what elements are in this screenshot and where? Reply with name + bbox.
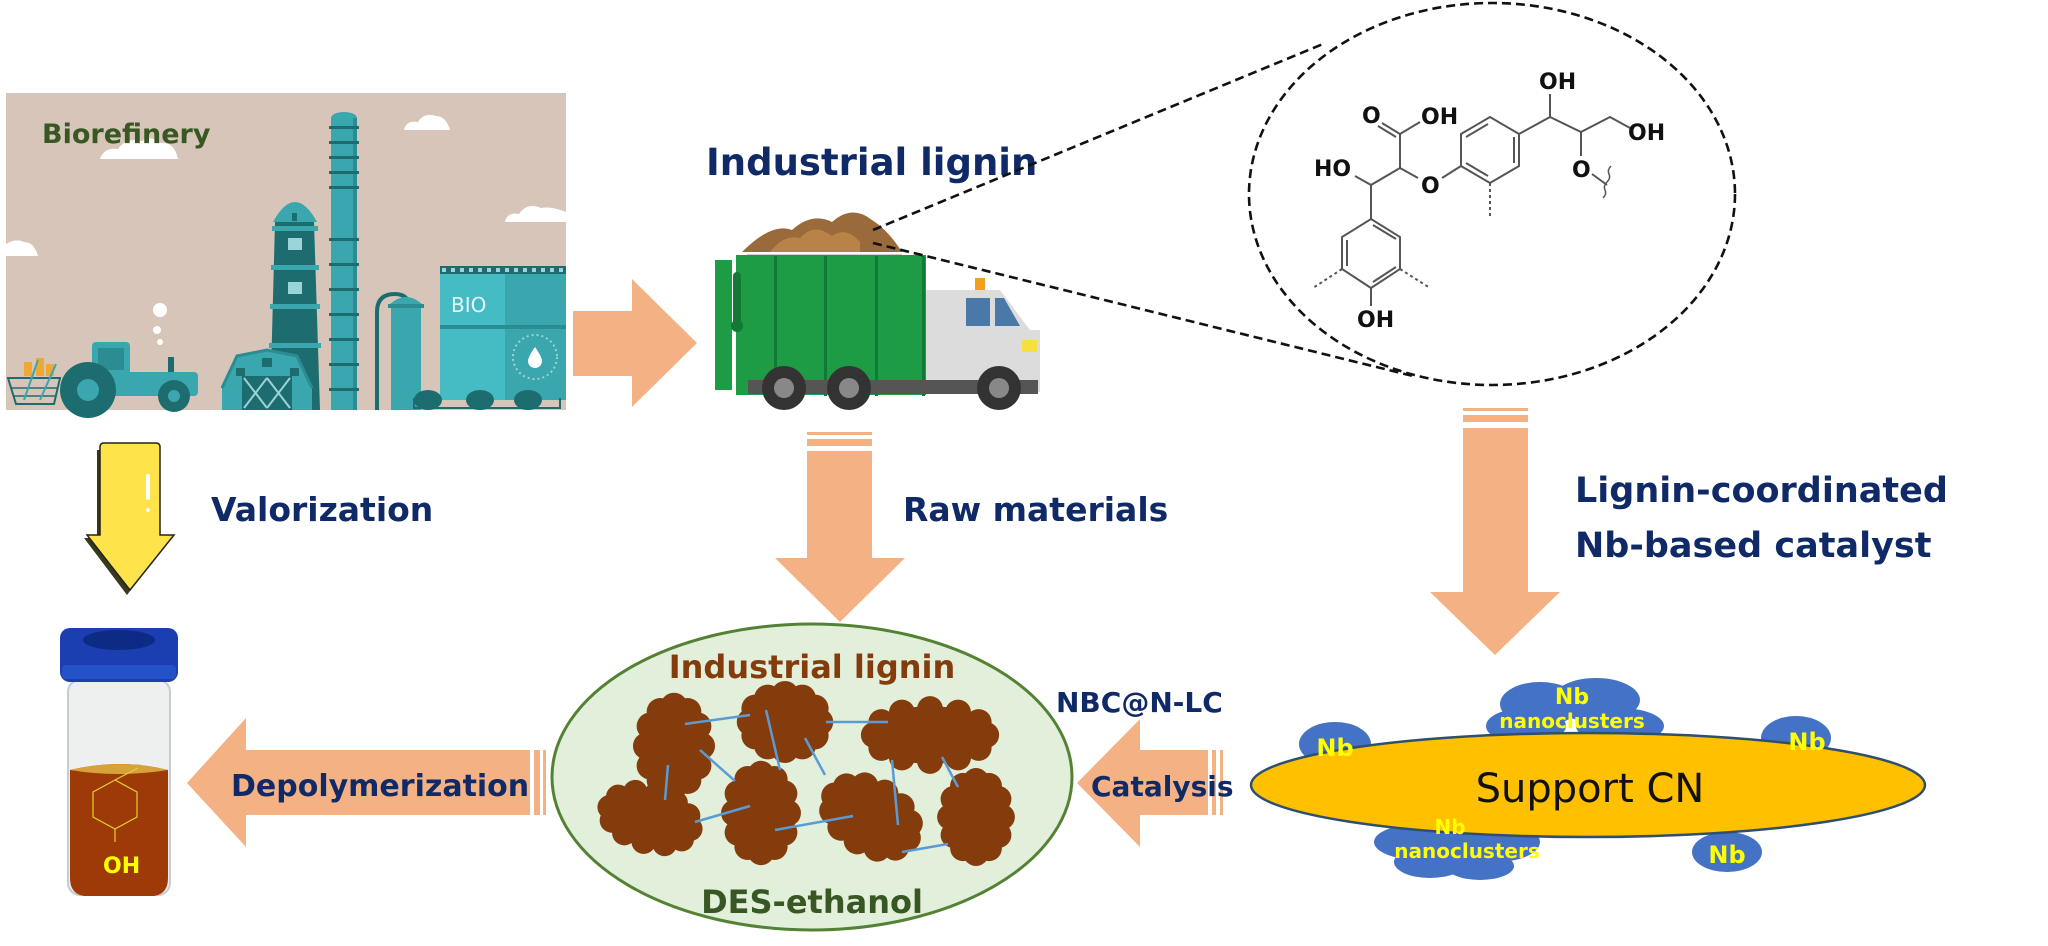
atom-label: OH (1539, 70, 1576, 95)
biorefinery-title: Biorefinery (42, 119, 211, 150)
atom-label: OH (1628, 121, 1665, 146)
bio-tank-icon: BIO (413, 266, 566, 410)
atom-label: O (1362, 104, 1381, 129)
catalyst-name-label: NBC@N-LC (1056, 686, 1223, 719)
zoom-callout-lines (872, 1, 1737, 387)
ellipse-industrial-lignin-label: Industrial lignin (669, 648, 956, 686)
lignin-particle (632, 692, 716, 800)
distillation-column-icon (329, 112, 359, 410)
nanoclusters-label: nanoclusters (1394, 839, 1539, 863)
nb-blob-bottom (1692, 832, 1762, 872)
depolymerization-label: Depolymerization (231, 769, 529, 804)
valorization-arrow-icon (84, 442, 176, 595)
atom-label: OH (1357, 308, 1394, 333)
arrow-left-depolymerization (187, 718, 546, 847)
des-ethanol-label: DES-ethanol (701, 883, 923, 921)
lignin-particle (721, 760, 801, 866)
nb-label: Nb (1708, 841, 1745, 869)
lignin-crosslinks (663, 709, 960, 854)
reaction-system: Industrial lignin DES-ethanol (550, 622, 1074, 932)
arrow-down-raw-materials (775, 432, 905, 622)
crosslink-line (694, 804, 751, 824)
lignin-structure-molecule (1312, 94, 1631, 306)
lignin-particle (819, 772, 923, 862)
crosslink-line (774, 814, 854, 832)
nb-catalyst-illustration: Support CN Nb nanoclusters Nb Nb Nb Nb n… (1249, 678, 1927, 880)
industrial-lignin-title: Industrial lignin (706, 141, 1037, 184)
tractor-icon (60, 303, 198, 418)
lignin-particles (597, 680, 1015, 866)
garbage-truck-icon (715, 212, 1040, 410)
biorefinery-illustration: Biorefinery (6, 93, 566, 418)
reactor-column-icon (375, 291, 424, 410)
nb-label: Nb (1555, 685, 1589, 710)
nanoclusters-label: nanoclusters (1499, 709, 1644, 733)
support-cn-label: Support CN (1476, 766, 1705, 812)
nb-label: Nb (1434, 815, 1465, 839)
bio-tank-label: BIO (451, 293, 486, 317)
arrow-down-catalyst (1430, 408, 1560, 655)
atom-label: O (1572, 158, 1591, 183)
truck-wheels (762, 366, 1021, 410)
barn-icon (220, 348, 314, 410)
crosslink-line (684, 713, 751, 726)
lignin-particle (937, 768, 1015, 866)
droplet-icon (528, 347, 542, 368)
cloud-icon (404, 114, 450, 130)
vial-oh-label: OH (103, 854, 140, 879)
catalyst-label-line2: Nb-based catalyst (1575, 526, 1931, 566)
crosslink-line (699, 749, 736, 782)
lignin-particle (736, 680, 834, 764)
atom-label: HO (1314, 157, 1351, 182)
atom-label: O (1421, 174, 1440, 199)
arrows (187, 279, 1560, 847)
crosslink-line (803, 737, 827, 776)
cloud-icon (100, 138, 178, 159)
crosslink-line (901, 842, 949, 854)
valorization-label: Valorization (211, 490, 433, 529)
crosslink-line (663, 764, 670, 801)
crosslink-line (764, 709, 782, 771)
cloud-icon (6, 240, 38, 256)
arrow-left-catalysis (1077, 719, 1223, 847)
raw-materials-label: Raw materials (903, 490, 1168, 529)
cloud-icons (6, 114, 566, 256)
molecule-labels: O OH HO O OH OH OH O (1314, 70, 1665, 333)
crosslink-line (890, 759, 900, 826)
catalyst-label-line1: Lignin-coordinated (1575, 471, 1948, 511)
product-vial-icon: OH (60, 628, 178, 896)
lignin-particle (860, 696, 1000, 774)
cloud-icon (505, 206, 566, 222)
nb-label: Nb (1788, 728, 1825, 756)
lignin-particle (597, 779, 703, 857)
arrow-right-to-truck (573, 279, 697, 407)
crosslink-line (940, 756, 960, 788)
catalysis-label: Catalysis (1091, 770, 1234, 803)
support-cn-ellipse (1249, 731, 1927, 839)
atom-label: OH (1421, 105, 1458, 130)
crop-basket-icon (6, 358, 62, 405)
nb-label: Nb (1316, 734, 1353, 762)
